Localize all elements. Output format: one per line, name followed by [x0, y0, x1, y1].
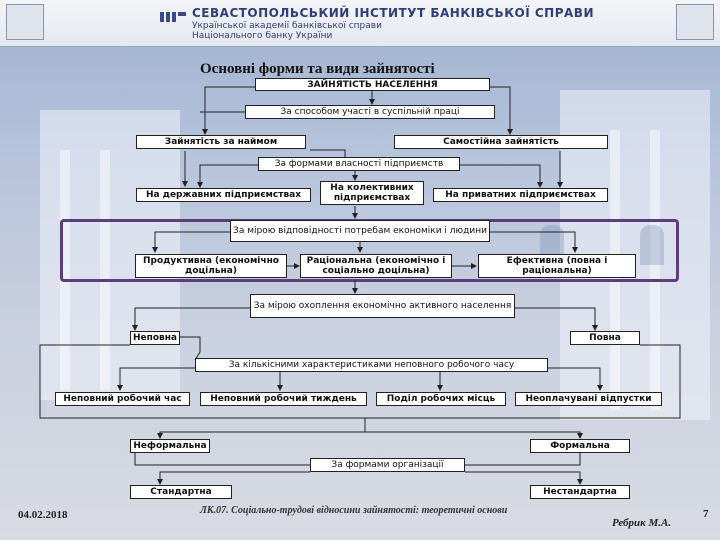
box-hired: Зайнятість за наймом	[136, 135, 306, 149]
box-partial: Неповна	[130, 331, 180, 345]
box-formal: Формальна	[530, 439, 630, 453]
slide-title: Основні форми та види зайнятості	[200, 61, 435, 78]
page-number: 7	[703, 508, 709, 520]
box-nonstandard: Нестандартна	[530, 485, 630, 499]
footer-lecture: ЛК.07. Соціально-трудові відносини зайня…	[200, 505, 507, 516]
box-self: Самостійна зайнятість	[394, 135, 608, 149]
box-standard: Стандартна	[130, 485, 232, 499]
box-by-needs: За мірою відповідності потребам економік…	[230, 220, 490, 242]
box-by-ownership: За формами власності підприємств	[258, 157, 460, 171]
box-by-participation: За способом участі в суспільній праці	[245, 105, 495, 119]
box-rational: Раціональна (економічно і соціально доці…	[300, 254, 452, 278]
box-root: ЗАЙНЯТІСТЬ НАСЕЛЕННЯ	[255, 78, 490, 91]
box-collective: На колективних підприємствах	[320, 181, 424, 205]
footer-date: 04.02.2018	[18, 509, 68, 521]
box-unpaid-leave: Неоплачувані відпустки	[515, 392, 662, 406]
box-productive: Продуктивна (економічно доцільна)	[135, 254, 287, 278]
box-informal: Неформальна	[130, 439, 210, 453]
box-full: Повна	[570, 331, 640, 345]
box-state: На державних підприємствах	[136, 188, 311, 202]
box-effective: Ефективна (повна і раціональна)	[478, 254, 636, 278]
footer-author: Ребрик М.А.	[612, 517, 671, 529]
box-by-org: За формами організації	[310, 458, 465, 472]
box-by-coverage: За мірою охоплення економічно активного …	[250, 294, 515, 318]
box-part-week: Неповний робочий тиждень	[200, 392, 367, 406]
box-by-quantity: За кількісними характеристиками неповног…	[195, 358, 548, 372]
box-part-day: Неповний робочий час	[55, 392, 190, 406]
box-job-split: Поділ робочих місць	[376, 392, 506, 406]
box-private: На приватних підприємствах	[433, 188, 608, 202]
